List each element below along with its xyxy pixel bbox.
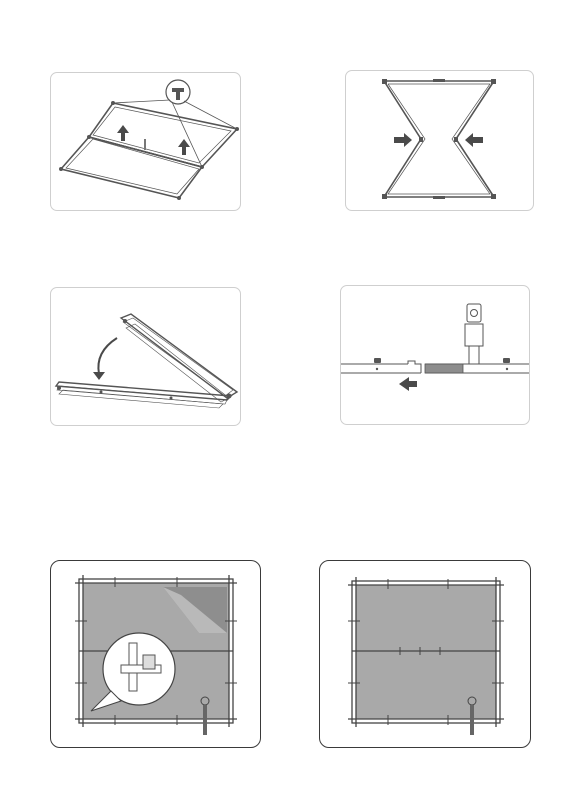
frame-fold-closed-illustration: [51, 288, 240, 425]
attached-frame-illustration: [320, 561, 530, 747]
frame-unfold-illustration: [51, 73, 240, 210]
step-slide-connector-panel: [340, 285, 530, 425]
step-fold-closed-panel: [50, 287, 241, 426]
step-attach-diffuser-panel: [50, 560, 261, 748]
connector-slide-illustration: [341, 286, 529, 424]
arrow-left-icon: [465, 133, 483, 147]
step-unfold-frame-panel: [50, 72, 241, 211]
frame-fold-inward-illustration: [346, 71, 533, 210]
step-attached-frame-panel: [319, 560, 531, 748]
arrow-up-icon: [117, 125, 190, 155]
knob-icon: [374, 358, 510, 363]
step-fold-inward-panel: [345, 70, 534, 211]
diffuser-attach-illustration: [51, 561, 260, 747]
curved-arrow-icon: [98, 338, 117, 374]
arrow-left-icon: [399, 377, 417, 391]
arrow-right-icon: [394, 133, 412, 147]
